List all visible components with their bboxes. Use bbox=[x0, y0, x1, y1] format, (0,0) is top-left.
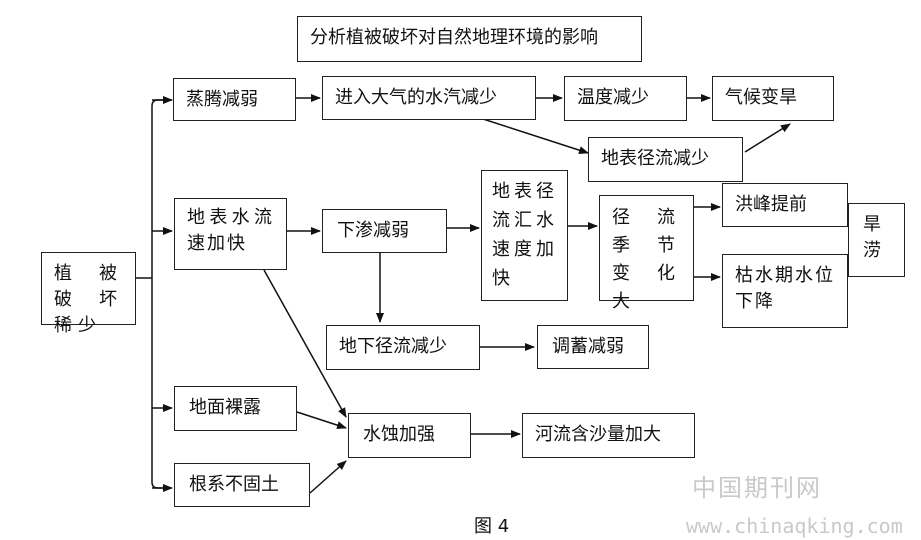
node-drought-flood: 旱涝 bbox=[848, 203, 905, 277]
arrow-roots-erosion bbox=[309, 460, 347, 494]
node-temp-text: 温度减少 bbox=[577, 87, 649, 108]
diagram-title-text: 分析植被破坏对自然地理环境的影响 bbox=[310, 27, 598, 48]
node-vapor-text: 进入大气的水汽减少 bbox=[335, 87, 497, 108]
node-erosion: 水蚀加强 bbox=[348, 413, 471, 458]
node-conv-text: 地表径流汇水速度加快 bbox=[492, 181, 557, 289]
node-flood-peak-text: 洪峰提前 bbox=[735, 194, 807, 215]
node-ground-runoff-text: 地下径流减少 bbox=[339, 336, 447, 357]
node-bare: 地面裸露 bbox=[174, 386, 297, 431]
node-surface-runoff: 地表径流减少 bbox=[588, 137, 743, 182]
node-infil-text: 下渗减弱 bbox=[337, 220, 409, 241]
node-flood-peak: 洪峰提前 bbox=[722, 183, 848, 227]
node-sediment-text: 河流含沙量加大 bbox=[535, 424, 661, 445]
arrow-bare-erosion bbox=[296, 411, 347, 430]
node-low-water-text: 枯水期水位下降 bbox=[735, 265, 835, 312]
node-vapor: 进入大气的水汽减少 bbox=[322, 76, 536, 120]
node-climate-text: 气候变旱 bbox=[725, 87, 797, 108]
node-root-text: 植被破坏稀少 bbox=[54, 263, 123, 336]
node-root: 植被破坏稀少 bbox=[41, 252, 136, 336]
branch-trunk bbox=[151, 99, 170, 489]
node-storage-text: 调蓄减弱 bbox=[552, 336, 624, 357]
node-infil: 下渗减弱 bbox=[322, 209, 447, 253]
node-storage: 调蓄减弱 bbox=[537, 325, 649, 369]
node-roots-text: 根系不固土 bbox=[189, 474, 279, 495]
node-temp: 温度减少 bbox=[564, 76, 687, 121]
arrow-vapor-runoff bbox=[479, 117, 589, 155]
node-sediment: 河流含沙量加大 bbox=[522, 413, 695, 458]
node-ground-runoff: 地下径流减少 bbox=[326, 325, 480, 370]
node-drought-flood-text: 旱涝 bbox=[863, 214, 881, 261]
node-erosion-text: 水蚀加强 bbox=[363, 424, 435, 445]
node-season-text: 径流季节变化大 bbox=[612, 207, 681, 312]
watermark-url: www.chinaqking.com bbox=[686, 514, 903, 538]
node-climate: 气候变旱 bbox=[712, 76, 834, 121]
arrow-flow-erosion bbox=[263, 269, 347, 418]
node-conv: 地表径流汇水速度加快 bbox=[481, 170, 568, 301]
node-surface-runoff-text: 地表径流减少 bbox=[601, 148, 709, 169]
diagram-title: 分析植被破坏对自然地理环境的影响 bbox=[297, 16, 642, 62]
figure-caption: 图 4 bbox=[474, 516, 510, 537]
node-roots: 根系不固土 bbox=[174, 463, 310, 507]
node-evap-text: 蒸腾减弱 bbox=[186, 89, 258, 110]
node-flow-fast-text: 地表水流速加快 bbox=[187, 207, 274, 254]
arrow-runoff-climate bbox=[744, 123, 791, 153]
node-low-water: 枯水期水位下降 bbox=[722, 254, 848, 328]
node-season: 径流季节变化大 bbox=[599, 195, 694, 312]
node-bare-text: 地面裸露 bbox=[189, 397, 261, 418]
watermark-brand: 中国期刊网 bbox=[692, 474, 822, 502]
node-evap: 蒸腾减弱 bbox=[173, 78, 296, 121]
node-flow-fast: 地表水流速加快 bbox=[174, 198, 287, 270]
